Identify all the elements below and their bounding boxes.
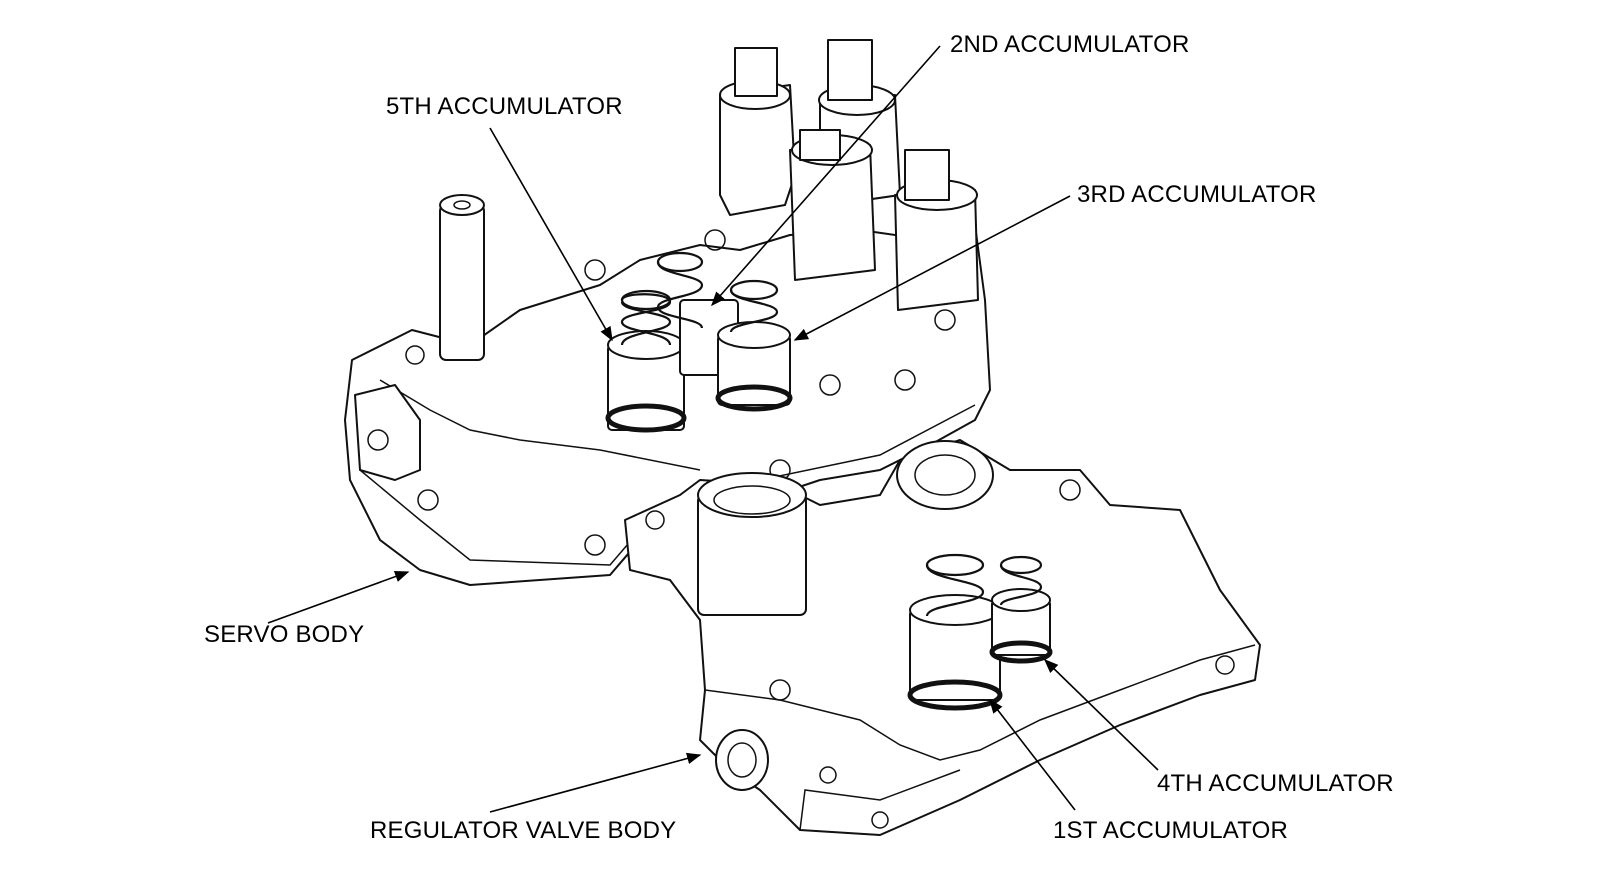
leader-servo-body: [267, 571, 410, 624]
label-servo-body: SERVO BODY: [204, 621, 365, 648]
label-1st-accumulator: 1ST ACCUMULATOR: [1053, 817, 1289, 844]
accumulator-5th-drawing: [605, 289, 687, 433]
label-3rd-accumulator: 3RD ACCUMULATOR: [1077, 181, 1317, 208]
accumulator-4th-drawing: [989, 555, 1053, 664]
accumulator-1st-drawing: [907, 553, 1003, 711]
label-regulator-valve-body: REGULATOR VALVE BODY: [370, 817, 677, 844]
leader-regulator-valve-body: [489, 752, 702, 813]
label-5th-accumulator: 5TH ACCUMULATOR: [386, 93, 623, 120]
regulator-valve-body-drawing: [624, 439, 1261, 836]
leader-3rd-accumulator: [793, 195, 1071, 341]
servo-body-drawing: [344, 39, 991, 586]
label-2nd-accumulator: 2ND ACCUMULATOR: [950, 31, 1190, 58]
leader-2nd-accumulator: [711, 45, 941, 307]
leader-4th-accumulator: [1043, 658, 1159, 771]
label-4th-accumulator: 4TH ACCUMULATOR: [1157, 770, 1394, 797]
accumulator-3rd-drawing: [715, 279, 793, 412]
leader-1st-accumulator: [989, 698, 1076, 811]
leader-5th-accumulator: [489, 127, 613, 342]
